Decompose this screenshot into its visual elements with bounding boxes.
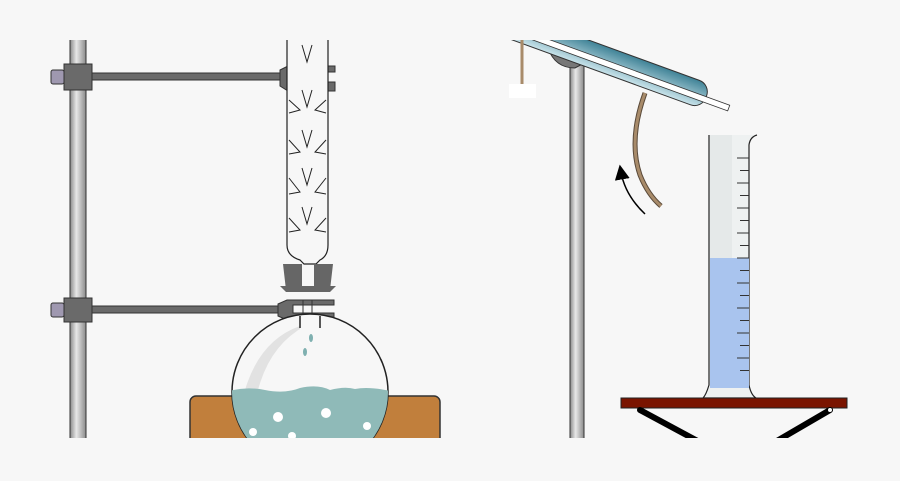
cylinder-liquid [710, 258, 749, 388]
reflux-condenser-column [280, 40, 336, 292]
condensate-drop [309, 334, 313, 342]
flask-liquid [232, 386, 388, 438]
left-reflux-setup [50, 40, 441, 438]
right-distillation-setup [501, 40, 848, 438]
lab-jack-platform [620, 397, 848, 409]
ground-glass-joint [283, 264, 333, 290]
lab-jack-leg [637, 407, 699, 438]
hose-end-cap [509, 84, 536, 98]
right-stand-rod [569, 40, 585, 438]
condensate-drop [303, 348, 307, 356]
curved-arrow-icon [614, 164, 646, 215]
lower-clamp [50, 297, 335, 328]
graduated-cylinder [701, 134, 759, 399]
liebig-condenser [501, 40, 731, 112]
left-stand-rod [69, 40, 87, 438]
lab-jack-leg [776, 407, 833, 438]
round-bottom-flask [231, 313, 389, 438]
